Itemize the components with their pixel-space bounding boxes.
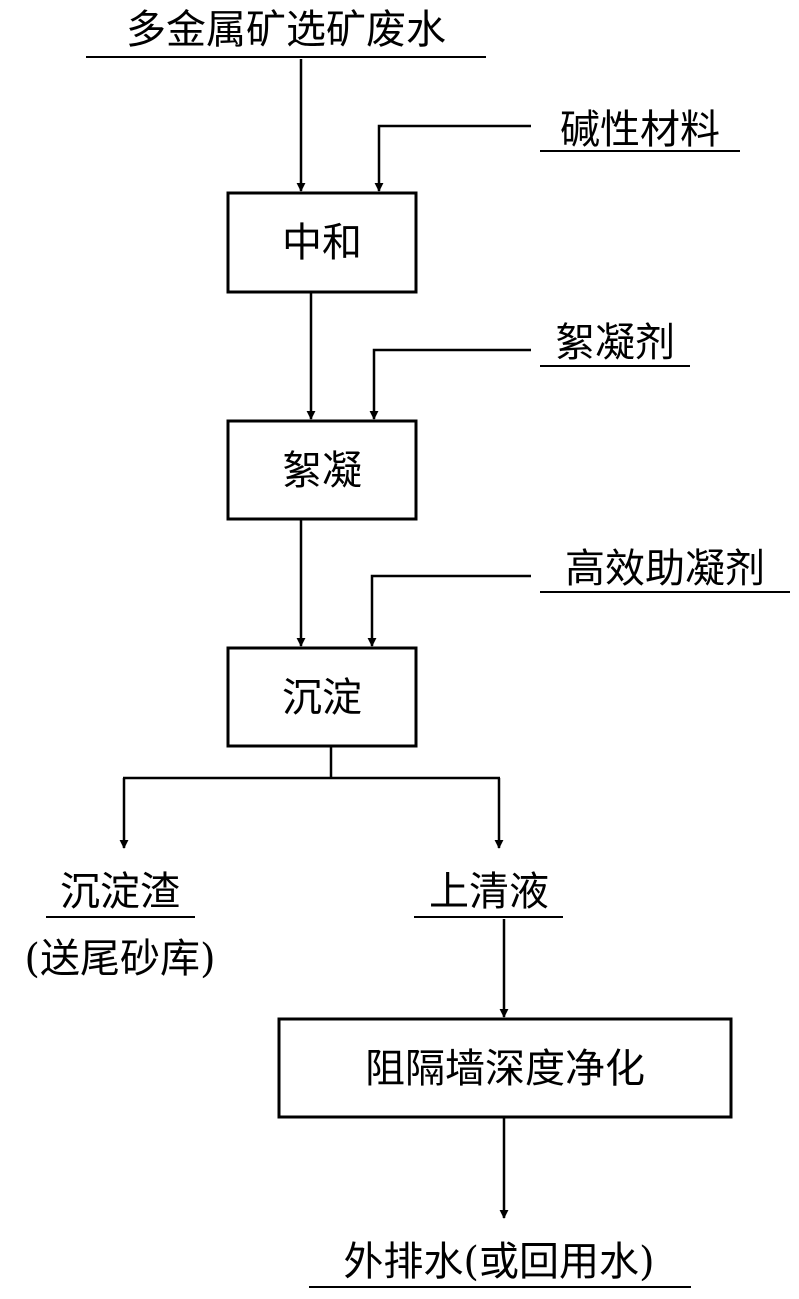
step-barrier-box (277, 1017, 733, 1119)
step-flocculate-label: 絮凝 (282, 448, 362, 494)
reagent-coagulant-aid-label: 高效助凝剂 (565, 546, 765, 592)
step-neutralize-label: 中和 (282, 220, 362, 266)
output-sludge-note: (送尾砂库) (24, 936, 215, 982)
step-neutralize-box (226, 191, 418, 294)
input-label: 多金属矿选矿废水 (126, 7, 446, 53)
reagent-alkali-label: 碱性材料 (560, 107, 720, 153)
arrow-flocculant-to-flocculate (369, 348, 531, 420)
step-settle-label: 沉淀 (282, 675, 362, 721)
output-supernatant-label: 上清液 (429, 869, 549, 915)
arrow-coagulant-to-settle (367, 574, 531, 647)
output-sludge-label: 沉淀渣 (60, 869, 180, 915)
step-settle-box (226, 646, 418, 748)
step-barrier-label: 阻隔墙深度净化 (365, 1046, 645, 1092)
output-discharge-label: 外排水(或回用水) (343, 1239, 654, 1285)
arrow-alkali-to-neutralize (374, 124, 531, 192)
reagent-flocculant-label: 絮凝剂 (555, 320, 675, 366)
step-flocculate-box (226, 419, 418, 521)
